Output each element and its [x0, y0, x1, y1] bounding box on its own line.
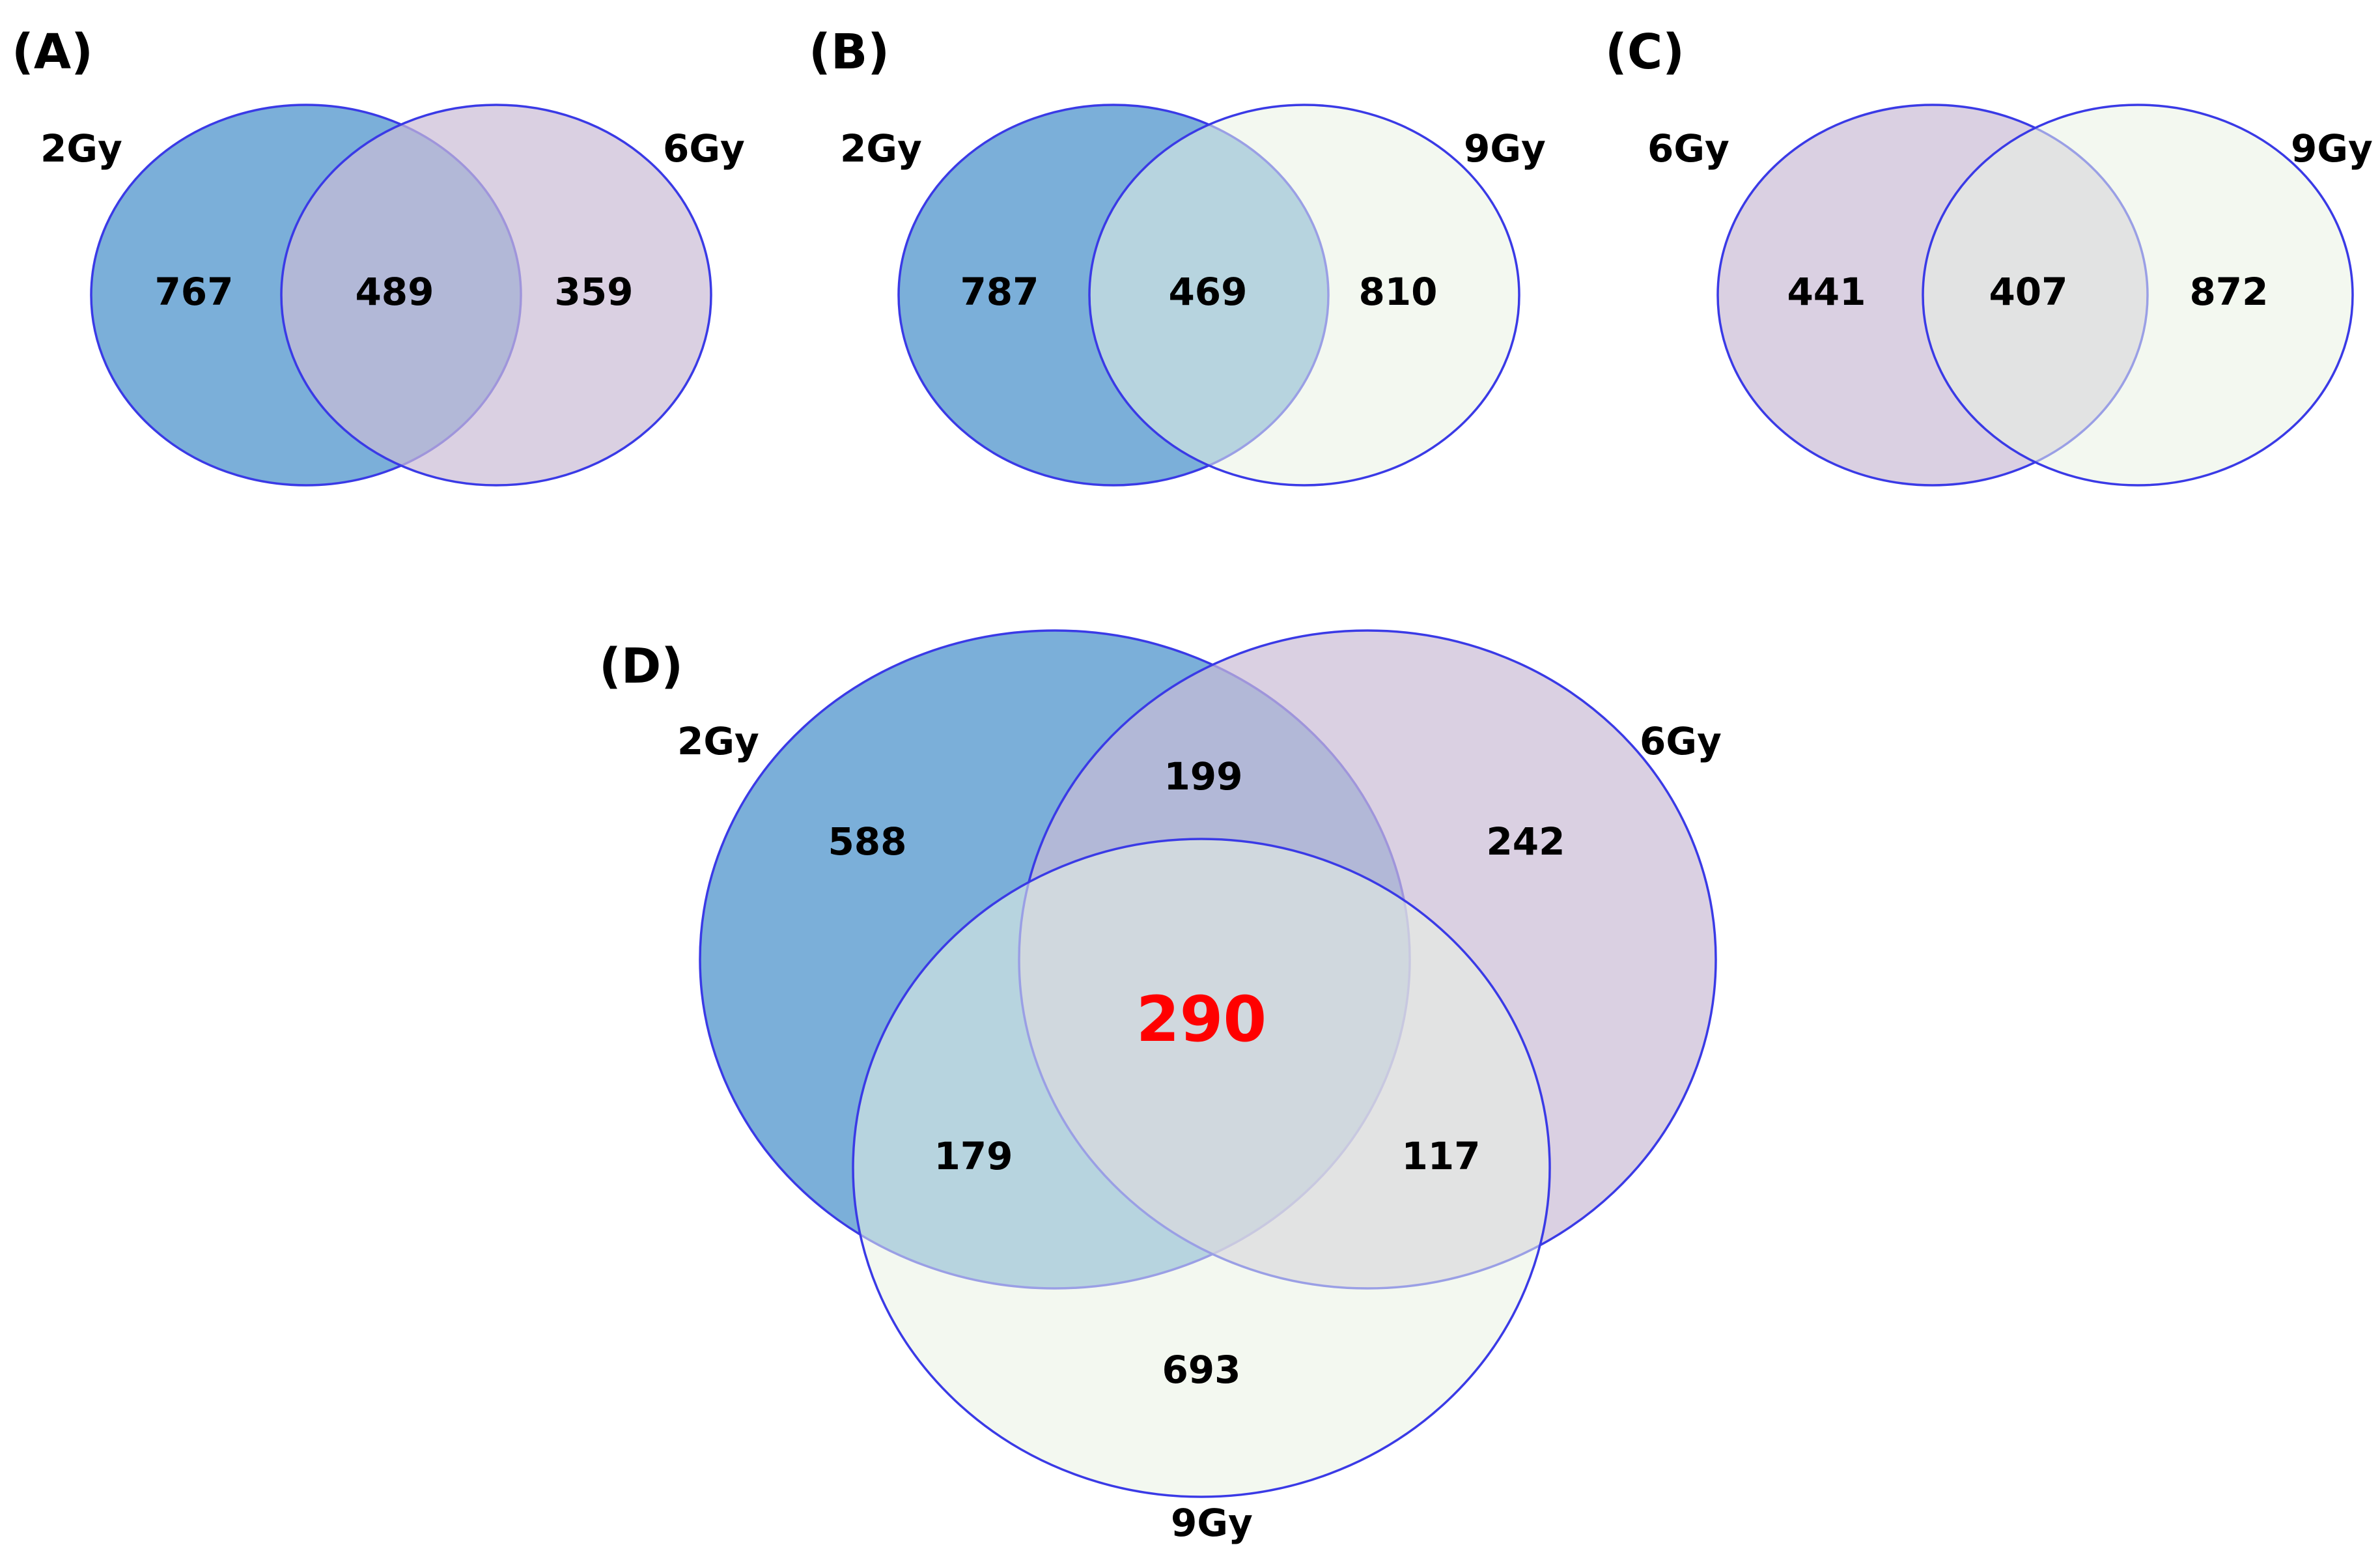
panel-d-count-2gy-only: 588 — [828, 819, 906, 864]
panel-d-count-9gy-only: 693 — [1162, 1348, 1240, 1392]
panel-d-count-all-three: 290 — [1136, 983, 1267, 1056]
panel-d-set-2gy-label: 2Gy — [677, 719, 759, 763]
panel-b-set-9gy-label: 9Gy — [1464, 126, 1546, 171]
panel-b-count-9gy-only: 810 — [1358, 270, 1437, 314]
panel-a-count-2gy-only: 767 — [154, 270, 233, 314]
panel-c-set-6gy-label: 6Gy — [1647, 126, 1729, 171]
panel-c-count-both: 407 — [1989, 270, 2067, 314]
panel-c-count-6gy-only: 441 — [1787, 270, 1866, 314]
panel-b: (B) 2Gy 9Gy 787 469 810 — [809, 24, 1546, 487]
panel-d-circle-9gy — [852, 838, 1551, 1498]
panel-d-count-2gy-6gy: 199 — [1164, 754, 1242, 799]
panel-d-count-2gy-9gy: 179 — [934, 1134, 1013, 1178]
panel-d-set-9gy-label: 9Gy — [1171, 1501, 1253, 1545]
panel-b-count-both: 469 — [1168, 270, 1247, 314]
panel-d-count-6gy-9gy: 117 — [1401, 1134, 1480, 1178]
panel-a: (A) 2Gy 6Gy 767 489 359 — [12, 24, 745, 487]
panel-a-count-6gy-only: 359 — [554, 270, 633, 314]
panel-b-label: (B) — [809, 24, 889, 80]
panel-d-count-6gy-only: 242 — [1486, 819, 1565, 864]
panel-b-circle-9gy — [1088, 104, 1520, 487]
panel-d-label: (D) — [599, 638, 683, 694]
panel-a-set-6gy-label: 6Gy — [663, 126, 745, 171]
panel-d-set-6gy-label: 6Gy — [1640, 719, 1722, 763]
panel-b-set-2gy-label: 2Gy — [840, 126, 922, 171]
panel-c-label: (C) — [1605, 24, 1685, 80]
panel-a-label: (A) — [12, 24, 93, 80]
panel-a-circle-6gy — [280, 104, 712, 487]
panel-c: (C) 6Gy 9Gy 441 407 872 — [1605, 24, 2373, 487]
panel-c-circle-9gy — [1922, 104, 2354, 487]
panel-c-count-9gy-only: 872 — [2189, 270, 2268, 314]
panel-c-set-9gy-label: 9Gy — [2291, 126, 2373, 171]
panel-a-count-both: 489 — [355, 270, 434, 314]
panel-b-count-2gy-only: 787 — [960, 270, 1039, 314]
panel-d: (D) 2Gy 6Gy 9Gy 588 199 242 290 179 117 … — [599, 629, 1722, 1545]
panel-a-set-2gy-label: 2Gy — [40, 126, 122, 171]
